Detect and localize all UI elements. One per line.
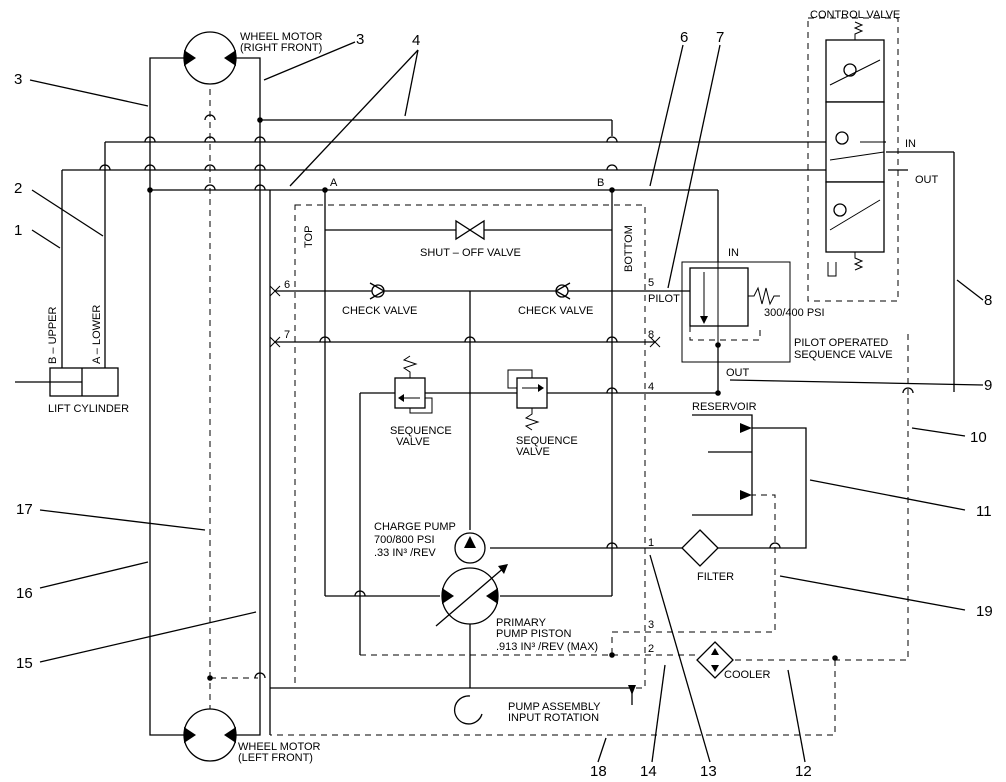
- lift-cylinder: [15, 367, 119, 397]
- callout-9: 9: [984, 377, 992, 394]
- psi-setting-label: 300/400 PSI: [764, 307, 825, 319]
- callout-11: 11: [976, 503, 992, 520]
- sequence-valve-left-label: SEQUENCE: [390, 425, 452, 437]
- input-rotation-label: INPUT ROTATION: [508, 712, 599, 724]
- callout-13: 13: [700, 763, 717, 780]
- pump-assembly-label: PUMP ASSEMBLY: [508, 701, 601, 713]
- check-valve-right-label: CHECK VALVE: [518, 305, 593, 317]
- wheel-motor-left-front: [183, 708, 237, 762]
- plugged-ports: [269, 285, 661, 348]
- primary-pump-label: PRIMARY: [496, 617, 547, 629]
- cooler: [696, 641, 734, 679]
- reservoir: [692, 414, 753, 516]
- callout-7: 7: [716, 29, 724, 46]
- lift-cylinder-label: LIFT CYLINDER: [48, 403, 129, 415]
- port-numbers: 6 7 5 8 4 1 3 2: [284, 277, 654, 655]
- callout-18: 18: [590, 763, 607, 780]
- shut-off-valve: [455, 219, 485, 241]
- control-valve-in-label: IN: [905, 138, 916, 150]
- pilot-label: PILOT: [648, 293, 680, 305]
- control-valve-out-label: OUT: [915, 174, 939, 186]
- charge-pump-displacement: .33 IN³ /REV: [374, 547, 436, 559]
- charge-pump: [454, 532, 486, 564]
- shut-off-valve-label: SHUT – OFF VALVE: [420, 247, 521, 259]
- pilot-operated-sequence-valve: [681, 261, 791, 363]
- callout-17: 17: [16, 501, 33, 518]
- cooler-label: COOLER: [724, 669, 771, 681]
- b-upper-label: B – UPPER: [47, 306, 59, 364]
- component-labels: CONTROL VALVE WHEEL MOTOR (RIGHT FRONT) …: [47, 9, 939, 764]
- input-rotation-icon: [453, 685, 636, 725]
- control-valve: [807, 17, 899, 302]
- check-valve-left-label: CHECK VALVE: [342, 305, 417, 317]
- bottom-label: BOTTOM: [623, 225, 635, 272]
- callout-3-left: 3: [14, 71, 22, 88]
- sequence-valve-right-sublabel: VALVE: [516, 446, 550, 458]
- charge-pump-label: CHARGE PUMP: [374, 521, 456, 533]
- wheel-motor-lf-sublabel: (LEFT FRONT): [238, 752, 313, 764]
- point-a-label: A: [330, 177, 338, 189]
- callout-16: 16: [16, 585, 33, 602]
- pilot-operated-label: PILOT OPERATED: [794, 337, 888, 349]
- charge-pump-pressure: 700/800 PSI: [374, 534, 435, 546]
- callout-8: 8: [984, 292, 992, 309]
- callout-12: 12: [795, 763, 812, 780]
- sequence-valve-right: [507, 369, 548, 431]
- port-5-label: 5: [648, 277, 654, 289]
- reservoir-label: RESERVOIR: [692, 401, 757, 413]
- check-valve-right: [554, 282, 571, 300]
- port-1-label: 1: [648, 537, 654, 549]
- callout-numbers: 1 2 3 3 4 6 7 8 9 10 11 12 13 14 15 16 1…: [14, 29, 993, 780]
- sequence-valve-label: SEQUENCE VALVE: [794, 349, 893, 361]
- sequence-valve-right-label: SEQUENCE: [516, 435, 578, 447]
- callout-14: 14: [640, 763, 657, 780]
- callout-3-top: 3: [356, 31, 364, 48]
- callout-6: 6: [680, 29, 688, 46]
- wheel-motor-right-front: [183, 31, 237, 85]
- port-8-label: 8: [648, 329, 654, 341]
- callout-2: 2: [14, 180, 22, 197]
- primary-pump: [435, 564, 508, 627]
- callout-19: 19: [976, 603, 993, 620]
- port-2-label: 2: [648, 643, 654, 655]
- point-b-label: B: [597, 177, 604, 189]
- filter-label: FILTER: [697, 571, 734, 583]
- sequence-valve-in-label: IN: [728, 247, 739, 259]
- primary-pump-displacement: .913 IN³ /REV (MAX): [496, 641, 598, 653]
- control-valve-label: CONTROL VALVE: [810, 9, 900, 21]
- leader-lines: [29, 41, 984, 763]
- callout-10: 10: [970, 429, 987, 446]
- callout-1: 1: [14, 222, 22, 239]
- sequence-valve-left-sublabel: VALVE: [396, 436, 430, 448]
- primary-pump-sublabel: PUMP PISTON: [496, 628, 571, 640]
- wheel-motor-rf-sublabel: (RIGHT FRONT): [240, 42, 322, 54]
- port-6-label: 6: [284, 279, 290, 291]
- sequence-valve-out-label: OUT: [726, 367, 750, 379]
- wheel-motor-lf-label: WHEEL MOTOR: [238, 741, 321, 753]
- top-label: TOP: [303, 226, 315, 248]
- junction-dots: [147, 117, 838, 681]
- callout-4: 4: [412, 32, 420, 49]
- line-crossings: [99, 114, 914, 679]
- port-3-label: 3: [648, 619, 654, 631]
- filter: [681, 529, 719, 567]
- port-4-label: 4: [648, 381, 654, 393]
- check-valve-left: [369, 282, 386, 300]
- wheel-motor-rf-label: WHEEL MOTOR: [240, 31, 323, 43]
- a-lower-label: A – LOWER: [91, 305, 103, 364]
- callout-15: 15: [16, 655, 33, 672]
- port-7-label: 7: [284, 329, 290, 341]
- sequence-valve-left: [394, 355, 433, 414]
